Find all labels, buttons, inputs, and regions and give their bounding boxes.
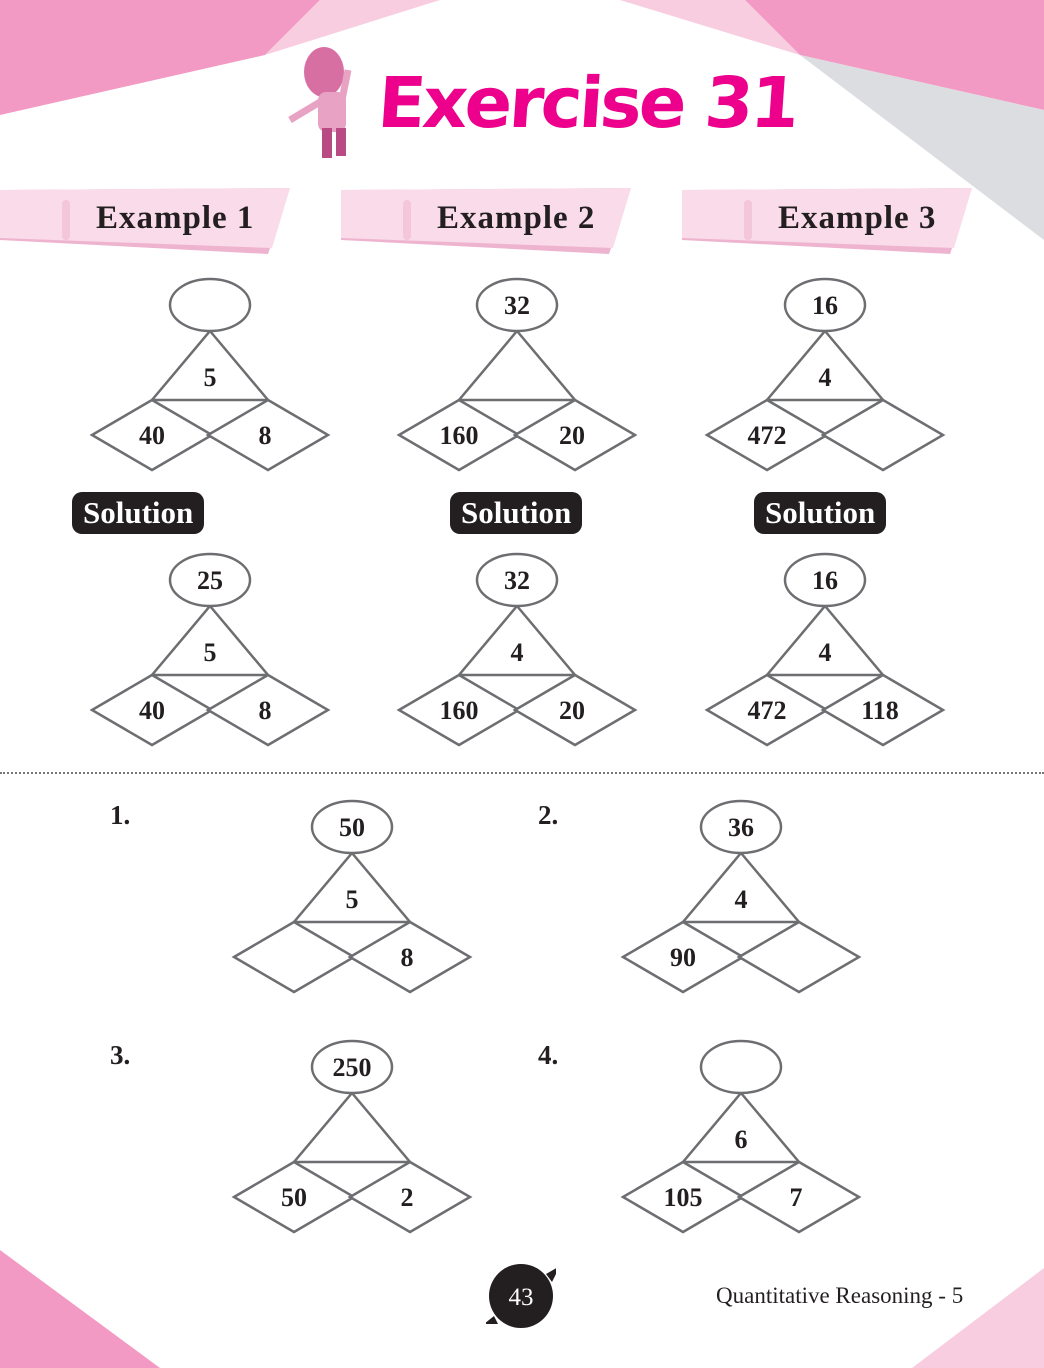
question-3-diagram: 250 50 2 (231, 1039, 473, 1234)
left-value: 472 (748, 696, 787, 725)
top-oval (310, 799, 394, 855)
top-value: 16 (812, 291, 838, 320)
top-value: 50 (339, 813, 365, 842)
example-2-solution-diagram: 32 4 160 20 (396, 552, 638, 747)
left-value: 40 (139, 421, 165, 450)
middle-value: 4 (819, 363, 832, 392)
right-value: 118 (861, 696, 899, 725)
triangle (680, 1091, 802, 1164)
solution-label: Solution (450, 492, 583, 534)
triangle (456, 329, 578, 402)
right-value: 8 (259, 421, 272, 450)
left-value: 40 (139, 696, 165, 725)
top-value: 16 (812, 566, 838, 595)
example-1-solution-diagram: 25 5 40 8 (89, 552, 331, 747)
triangle (291, 1091, 413, 1164)
right-diamond (347, 1160, 473, 1234)
book-title: Quantitative Reasoning - 5 (716, 1283, 964, 1308)
top-oval (168, 277, 252, 333)
top-value: 32 (504, 291, 530, 320)
question-number: 2. (538, 800, 559, 830)
right-value: 2 (401, 1183, 414, 1212)
triangle (291, 851, 413, 924)
example-banner-bg (682, 188, 972, 254)
example-1-problem-diagram: 5 40 8 (89, 277, 331, 472)
top-oval (783, 277, 867, 333)
right-diamond (205, 673, 331, 747)
question-2-diagram: 36 4 90 (620, 799, 862, 994)
top-oval (699, 1039, 783, 1095)
right-diamond (512, 398, 638, 472)
example-3-solution-diagram: 16 4 472 118 (704, 552, 946, 747)
top-oval (310, 1039, 394, 1095)
example-2-problem-diagram: 32 160 20 (396, 277, 638, 472)
top-value: 32 (504, 566, 530, 595)
question-4-diagram: 6 105 7 (620, 1039, 862, 1234)
left-diamond (231, 920, 357, 994)
example-banner-bg (341, 188, 631, 254)
right-value: 8 (259, 696, 272, 725)
page-number-badge: 43 (486, 1264, 556, 1328)
triangle (764, 604, 886, 677)
top-value: 250 (333, 1053, 372, 1082)
top-value: 36 (728, 813, 754, 842)
right-value: 20 (559, 421, 585, 450)
right-value: 8 (401, 943, 414, 972)
example-2-banner: Example 2 (341, 192, 626, 252)
triangle (764, 329, 886, 402)
solution-label: Solution (754, 492, 887, 534)
right-diamond (347, 920, 473, 994)
section-divider (0, 772, 1044, 774)
example-banner-bg (0, 188, 290, 254)
right-diamond (820, 398, 946, 472)
example-label: Example 3 (778, 200, 937, 236)
left-value: 50 (281, 1183, 307, 1212)
example-label: Example 2 (437, 200, 596, 236)
solution-label: Solution (72, 492, 205, 534)
example-3-problem-diagram: 16 4 472 (704, 277, 946, 472)
right-value: 7 (790, 1183, 803, 1212)
middle-value: 4 (735, 885, 748, 914)
middle-value: 5 (204, 363, 217, 392)
example-3-banner: Example 3 (682, 192, 967, 252)
triangle (680, 851, 802, 924)
triangle (456, 604, 578, 677)
question-number: 4. (538, 1040, 559, 1070)
right-diamond (820, 673, 946, 747)
left-value: 90 (670, 943, 696, 972)
top-value: 25 (197, 566, 223, 595)
right-diamond (205, 398, 331, 472)
example-1-banner: Example 1 (0, 192, 285, 252)
top-oval (475, 552, 559, 608)
top-oval (699, 799, 783, 855)
left-value: 105 (664, 1183, 703, 1212)
question-number: 1. (110, 800, 131, 830)
middle-value: 6 (735, 1125, 748, 1154)
middle-value: 4 (511, 638, 524, 667)
question-1-diagram: 50 5 8 (231, 799, 473, 994)
right-diamond (512, 673, 638, 747)
example-label: Example 1 (96, 200, 255, 236)
character-illustration (288, 47, 352, 158)
left-value: 160 (440, 421, 479, 450)
top-oval (168, 552, 252, 608)
middle-value: 4 (819, 638, 832, 667)
triangle (149, 604, 271, 677)
page-number: 43 (509, 1284, 534, 1311)
left-value: 472 (748, 421, 787, 450)
top-oval (783, 552, 867, 608)
triangle (149, 329, 271, 402)
right-diamond (736, 1160, 862, 1234)
left-value: 160 (440, 696, 479, 725)
middle-value: 5 (204, 638, 217, 667)
right-diamond (736, 920, 862, 994)
middle-value: 5 (346, 885, 359, 914)
right-value: 20 (559, 696, 585, 725)
question-number: 3. (110, 1040, 131, 1070)
top-oval (475, 277, 559, 333)
